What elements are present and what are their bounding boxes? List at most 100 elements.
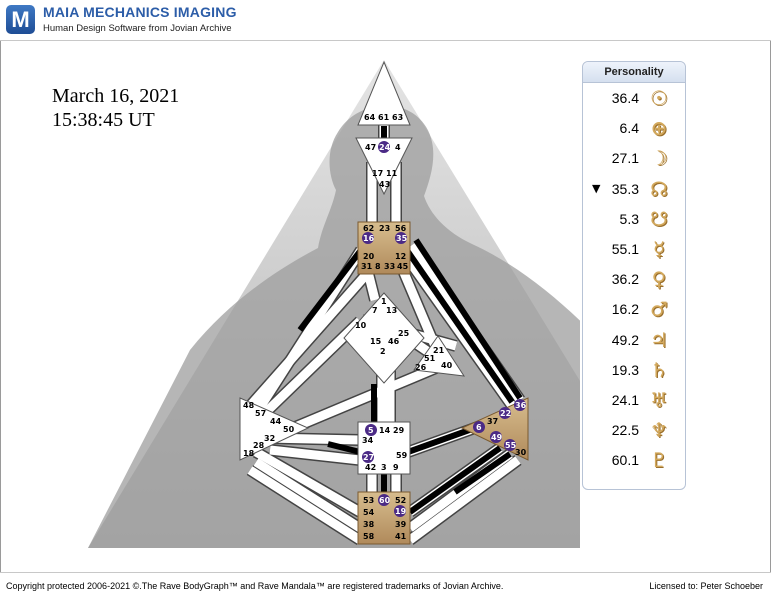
planet-gate-value: 24.1: [611, 391, 639, 408]
personality-heading: Personality: [583, 62, 685, 83]
south-node-icon: ☋: [650, 206, 668, 231]
gate-12: 12: [395, 252, 406, 261]
personality-row[interactable]: 55.1☿: [583, 234, 685, 264]
retrograde-marker: ▼: [592, 181, 601, 195]
license-text: Licensed to: Peter Schoeber: [649, 581, 763, 591]
chart-datetime: March 16, 2021 15:38:45 UT: [52, 84, 179, 132]
gate-18: 18: [243, 449, 255, 458]
gate-58: 58: [363, 532, 375, 541]
earth-icon: ⊕: [650, 116, 668, 141]
personality-row[interactable]: 27.1 ☽: [583, 143, 685, 173]
activation-marker: [365, 424, 377, 436]
gate-5: 5: [368, 426, 374, 435]
personality-row[interactable]: 19.3 ♄: [583, 355, 685, 385]
gate-6: 6: [476, 423, 482, 432]
gate-24: 24: [379, 143, 391, 152]
saturn-icon: ♄: [650, 357, 668, 382]
chart-date: March 16, 2021: [52, 85, 180, 107]
gate-3: 3: [381, 463, 387, 472]
gate-15: 15: [370, 337, 382, 346]
planet-gate-value: 35.3: [611, 180, 639, 197]
gate-1: 1: [381, 297, 387, 306]
gate-43: 43: [379, 180, 390, 189]
ego-center: [413, 335, 466, 377]
app-logo: M: [6, 5, 35, 34]
activation-marker: [395, 232, 407, 244]
mars-icon: ♂: [650, 297, 668, 322]
personality-row[interactable]: 6.4⊕: [583, 113, 685, 143]
gate-45: 45: [397, 262, 409, 271]
gate-39: 39: [395, 520, 407, 529]
chart-time: 15:38:45 UT: [52, 109, 155, 131]
activation-marker: [499, 407, 511, 419]
gate-47: 47: [365, 143, 376, 152]
gate-25: 25: [398, 329, 410, 338]
root-center: [357, 491, 411, 545]
planet-gate-value: 55.1: [611, 240, 639, 257]
moon-icon: ☽: [650, 146, 668, 171]
channels: [245, 120, 525, 546]
gate-22: 22: [500, 409, 511, 418]
gate-29: 29: [393, 426, 405, 435]
planet-gate-value: 27.1: [611, 150, 639, 167]
head-center: [357, 60, 411, 126]
personality-row[interactable]: 36.4 ☉: [583, 83, 685, 113]
activation-marker: [362, 232, 374, 244]
gate-20: 20: [363, 252, 375, 261]
planet-gate-value: 36.4: [611, 90, 639, 106]
bodygraph: 64 61 63 47 24 4 17 11 43 62 23 56 16 35…: [88, 60, 580, 548]
personality-row[interactable]: 16.2 ♂: [583, 294, 685, 324]
gate-13: 13: [386, 306, 397, 315]
body-silhouette: [88, 105, 580, 548]
gate-49: 49: [491, 433, 503, 442]
throat-center: [357, 221, 411, 275]
planet-gate-value: 19.3: [611, 361, 639, 378]
gate-57: 57: [255, 409, 266, 418]
gate-19: 19: [395, 507, 407, 516]
venus-icon: ♀: [651, 267, 667, 292]
gate-62: 62: [363, 224, 374, 233]
gate-35: 35: [396, 234, 408, 243]
ajna-center: [355, 137, 413, 196]
gate-54: 54: [363, 508, 375, 517]
personality-row[interactable]: 5.3 ☋: [583, 204, 685, 234]
activation-marker: [394, 505, 406, 517]
gate-44: 44: [270, 417, 282, 426]
activation-marker: [378, 141, 390, 153]
personality-row[interactable]: ▼35.3☊: [583, 174, 685, 204]
planet-gate-value: 16.2: [611, 301, 639, 318]
gate-4: 4: [395, 143, 401, 152]
personality-row[interactable]: 49.2♃: [583, 325, 685, 355]
gate-63: 63: [392, 113, 403, 122]
gate-8: 8: [375, 262, 381, 271]
personality-row[interactable]: 22.5♆: [583, 415, 685, 445]
gate-46: 46: [388, 337, 400, 346]
personality-panel: Personality 36.4☉6.4⊕27.1☽▼35.3☊5.3☋55.1…: [582, 61, 686, 490]
activation-marker: [514, 399, 526, 411]
personality-row[interactable]: 36.2♀: [583, 264, 685, 294]
gate-36: 36: [515, 401, 527, 410]
personality-row[interactable]: 24.1 ♅: [583, 385, 685, 415]
gate-40: 40: [441, 361, 453, 370]
activation-marker: [473, 421, 485, 433]
gate-30: 30: [515, 448, 527, 457]
gate-9: 9: [393, 463, 399, 472]
personality-row[interactable]: 60.1 ♇: [583, 445, 685, 475]
sun-icon: ☉: [650, 86, 668, 110]
app-title: MAIA MECHANICS IMAGING: [43, 4, 237, 20]
uranus-icon: ♅: [650, 387, 668, 412]
gate-16: 16: [363, 234, 375, 243]
gate-21: 21: [433, 346, 445, 355]
gate-53: 53: [363, 496, 374, 505]
gate-41: 41: [395, 532, 407, 541]
planet-gate-value: 22.5: [611, 422, 639, 439]
app-footer: Copyright protected 2006-2021 ©.The Rave…: [0, 572, 771, 601]
gate-7: 7: [372, 306, 378, 315]
pluto-icon: ♇: [650, 448, 668, 473]
app-header: M MAIA MECHANICS IMAGING Human Design So…: [0, 0, 771, 41]
gate-51: 51: [424, 354, 436, 363]
planet-gate-value: 60.1: [611, 452, 639, 469]
gate-28: 28: [253, 441, 265, 450]
planet-gate-value: 5.3: [619, 210, 639, 227]
gate-42: 42: [365, 463, 376, 472]
